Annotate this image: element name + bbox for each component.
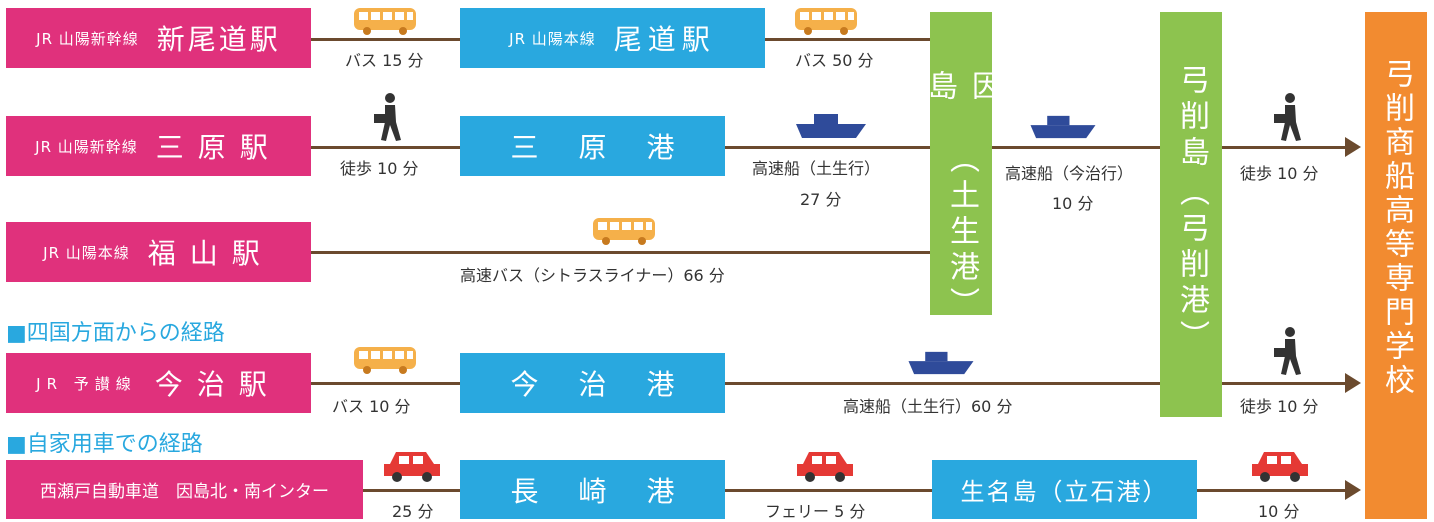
station-name: 尾道駅 — [613, 23, 716, 56]
station-imabari: JR 予讃線 今治駅 — [6, 353, 311, 413]
station-fukuyama: JR 山陽本線 福山駅 — [6, 222, 311, 282]
line-car — [360, 489, 1350, 492]
arrow-row5 — [1345, 480, 1361, 500]
station-line-label: JR 山陽本線 — [509, 29, 596, 48]
school-yuge: 弓削商船高等専門学校 — [1365, 12, 1427, 519]
label-ferry5: フェリー 5 分 — [765, 502, 866, 521]
bus-icon — [354, 8, 416, 35]
label-walk10-row4: 徒歩 10 分 — [1240, 397, 1319, 416]
station-name: 新尾道駅 — [156, 23, 281, 56]
line-imabari — [310, 382, 1350, 385]
line-fukuyama — [310, 251, 935, 254]
station-line-label: JR 山陽新幹線 — [36, 29, 139, 48]
station-line-label: JR 山陽本線 — [43, 243, 130, 262]
ship-icon — [908, 351, 974, 375]
station-name: 今治駅 — [154, 368, 281, 401]
station-shin-onomichi: JR 山陽新幹線 新尾道駅 — [6, 8, 311, 68]
line-onomichi-innoshima — [765, 38, 935, 41]
port-name: 生名島（立石港） — [960, 478, 1169, 506]
walker-icon — [1274, 327, 1301, 375]
section-car: ■自家用車での経路 — [6, 432, 203, 457]
port-nagasaki: 長崎港 — [460, 460, 725, 519]
port-ikina: 生名島（立石港） — [932, 460, 1197, 519]
highway-name: 西瀬戸自動車道 因島北・南インター — [40, 482, 329, 502]
label-car25: 25 分 — [392, 502, 434, 521]
walker-icon — [374, 93, 401, 141]
station-onomichi: JR 山陽本線 尾道駅 — [460, 8, 765, 68]
line-mihara — [310, 146, 1350, 149]
island-innoshima: 因島 （土生港） — [922, 12, 1001, 323]
station-name: 福山駅 — [147, 237, 274, 270]
island-port: （弓削港） — [1174, 176, 1209, 356]
bus-icon — [795, 8, 857, 35]
label-walk10-mihara: 徒歩 10 分 — [340, 159, 419, 178]
arrow-row4 — [1345, 373, 1361, 393]
port-name: 長崎港 — [510, 474, 715, 508]
walker-icon — [1274, 93, 1301, 141]
station-name: 三原駅 — [155, 131, 282, 164]
island-name: 因島 — [922, 70, 1001, 106]
highway-nishiseto: 西瀬戸自動車道 因島北・南インター — [6, 460, 363, 519]
car-icon — [384, 452, 440, 482]
port-name: 今治港 — [510, 368, 715, 401]
label-bus10: バス 10 分 — [332, 397, 411, 416]
label-walk10-row2: 徒歩 10 分 — [1240, 164, 1319, 183]
port-name: 三原港 — [510, 131, 715, 164]
station-line-label: JR 予讃線 — [36, 374, 137, 393]
car-icon — [1252, 452, 1308, 482]
label-27min: 27 分 — [800, 190, 842, 209]
island-port: （土生港） — [944, 142, 979, 323]
label-ship-habu: 高速船（土生行） — [752, 159, 881, 178]
section-shikoku: ■四国方面からの経路 — [6, 321, 225, 346]
label-bus50: バス 50 分 — [795, 51, 874, 70]
label-10min-ship: 10 分 — [1052, 194, 1094, 213]
ship-icon — [796, 114, 866, 138]
arrow-row2 — [1345, 137, 1361, 157]
label-ship-habu60: 高速船（土生行）60 分 — [843, 397, 1013, 416]
ship-icon — [1030, 115, 1096, 139]
station-line-label: JR 山陽新幹線 — [35, 137, 138, 156]
bus-icon — [593, 218, 655, 245]
port-imabari: 今治港 — [460, 353, 725, 413]
bus-icon — [354, 347, 416, 374]
label-bus15: バス 15 分 — [345, 51, 424, 70]
car-icon — [797, 452, 853, 482]
island-name: 弓削島 — [1174, 64, 1209, 172]
school-name: 弓削商船高等専門学校 — [1379, 58, 1414, 398]
label-ship-imabari: 高速船（今治行） — [1005, 164, 1134, 183]
line-shinonomichi-onomichi — [310, 38, 460, 41]
label-car10: 10 分 — [1258, 502, 1300, 521]
station-mihara: JR 山陽新幹線 三原駅 — [6, 116, 311, 176]
port-mihara: 三原港 — [460, 116, 725, 176]
label-highway-bus: 高速バス（シトラスライナー）66 分 — [460, 266, 725, 285]
island-yuge: 弓削島 （弓削港） — [1160, 12, 1222, 417]
